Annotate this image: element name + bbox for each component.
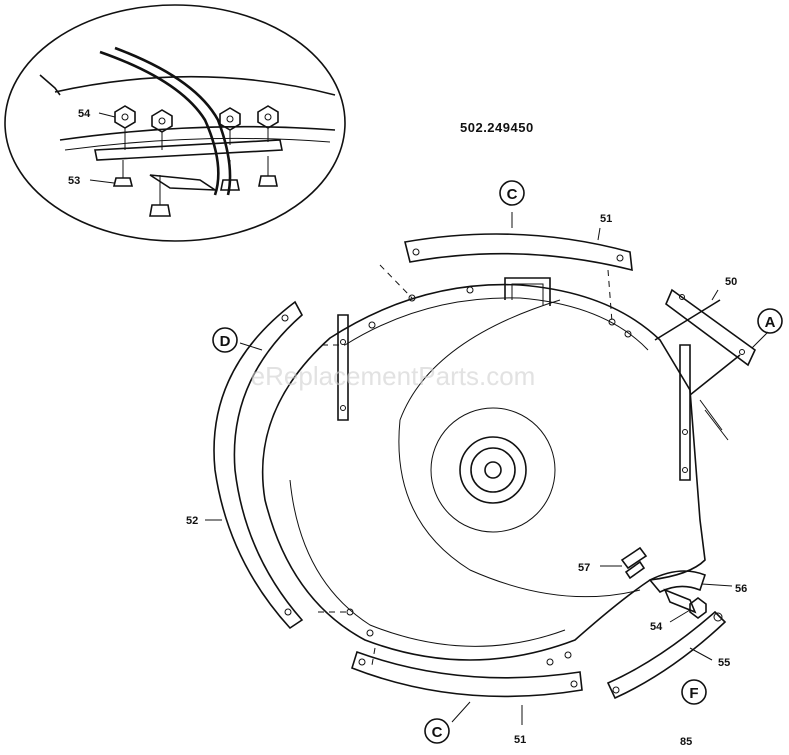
bracket-56 (648, 570, 733, 614)
inset-detail (4, 4, 346, 242)
callout-D: D (220, 333, 231, 350)
callout-C-bottom: C (432, 724, 443, 741)
inset-bolt (220, 160, 240, 191)
inset-nut (114, 105, 136, 150)
label-54-main: 54 (650, 621, 663, 633)
label-54-inset: 54 (78, 108, 91, 120)
label-51-top: 51 (600, 213, 612, 225)
callout-circle-A (757, 308, 783, 334)
model-number: 502.249450 (460, 120, 534, 135)
bracket-50 (665, 288, 769, 367)
skirt-51-bottom (351, 650, 583, 725)
label-51-bottom: 51 (514, 734, 526, 746)
callout-circle-F (681, 679, 707, 705)
page-code: 85 (680, 736, 692, 748)
label-55: 55 (718, 657, 730, 669)
deck-housing (261, 264, 741, 666)
callout-C-top: C (507, 186, 518, 203)
label-56: 56 (735, 583, 747, 595)
label-57: 57 (578, 562, 590, 574)
label-53: 53 (68, 175, 80, 187)
inset-ellipse (4, 4, 346, 242)
label-52: 52 (186, 515, 198, 527)
callout-A: A (765, 314, 776, 331)
callout-circle-C-bottom (424, 718, 450, 744)
bracket-55 (606, 610, 727, 700)
watermark: eReplacementParts.com (251, 361, 536, 391)
callout-circle-D (212, 327, 238, 353)
label-50: 50 (725, 276, 737, 288)
callout-F: F (689, 685, 698, 702)
inset-bolt (149, 175, 171, 217)
callout-circle-C-top (499, 180, 525, 206)
inset-bolt (112, 160, 134, 187)
inset-nut (219, 107, 241, 145)
nut-54-main (669, 597, 707, 623)
skirt-52 (205, 300, 304, 630)
inset-nut (257, 105, 279, 142)
inset-nut (151, 109, 173, 150)
inset-bolt (258, 156, 278, 187)
skirt-51-top (404, 212, 633, 272)
bolt-57 (600, 546, 648, 580)
